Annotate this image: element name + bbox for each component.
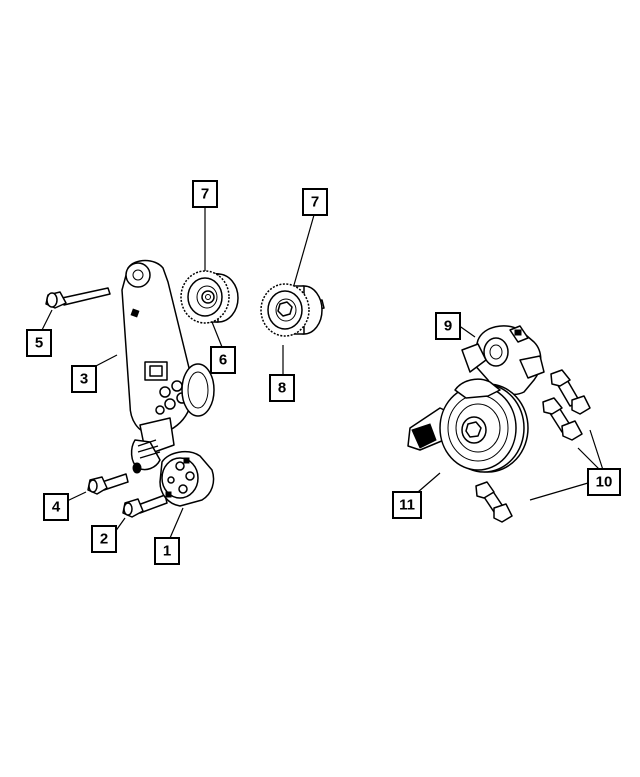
callout-7b: 7	[302, 188, 328, 216]
leader-10c	[529, 482, 589, 501]
tensioner-assembly-part-11	[407, 378, 529, 473]
bolt-part-2	[122, 494, 168, 518]
callout-4: 4	[43, 493, 69, 521]
callout-label-7b: 7	[311, 194, 319, 211]
callout-label-4: 4	[52, 499, 61, 516]
tensioner-bracket-part-9	[461, 325, 545, 396]
callout-label-10: 10	[596, 474, 613, 491]
callout-label-5: 5	[35, 335, 43, 352]
bolt-part-5	[45, 287, 111, 309]
tensioner-arm-part-3	[121, 259, 215, 474]
callout-5: 5	[26, 329, 52, 357]
callout-1: 1	[154, 537, 180, 565]
callout-label-3: 3	[80, 371, 88, 388]
leader-1	[169, 507, 184, 539]
bolt-10-lower	[475, 481, 513, 523]
callout-2: 2	[91, 525, 117, 553]
callout-7a: 7	[192, 180, 218, 208]
callout-label-6: 6	[219, 352, 227, 369]
callout-11: 11	[392, 491, 422, 519]
idler-pulley-part-6	[180, 270, 239, 324]
leader-7b	[291, 214, 315, 293]
tensioner-base-part-1	[159, 450, 215, 507]
leader-4	[66, 491, 87, 502]
callout-label-9: 9	[444, 318, 452, 335]
callout-9: 9	[435, 312, 461, 340]
bolt-10-middle	[542, 397, 583, 441]
bolt-part-4	[87, 473, 129, 495]
callout-label-8: 8	[278, 380, 286, 397]
callout-label-2: 2	[100, 531, 108, 548]
bolts-part-10	[475, 369, 591, 523]
callout-label-11: 11	[399, 497, 415, 514]
leader-6	[211, 321, 223, 348]
leader-10a	[589, 429, 604, 471]
callout-10: 10	[587, 468, 621, 496]
callout-3: 3	[71, 365, 97, 393]
leader-11	[417, 472, 441, 493]
callout-label-1: 1	[163, 543, 171, 560]
callout-label-7a: 7	[201, 186, 209, 203]
bolt-10-upper	[550, 369, 591, 415]
callout-8: 8	[269, 374, 295, 402]
callout-6: 6	[210, 346, 236, 374]
leader-10b	[577, 447, 601, 471]
idler-pulley-part-8	[260, 283, 325, 337]
leader-5	[41, 309, 53, 331]
